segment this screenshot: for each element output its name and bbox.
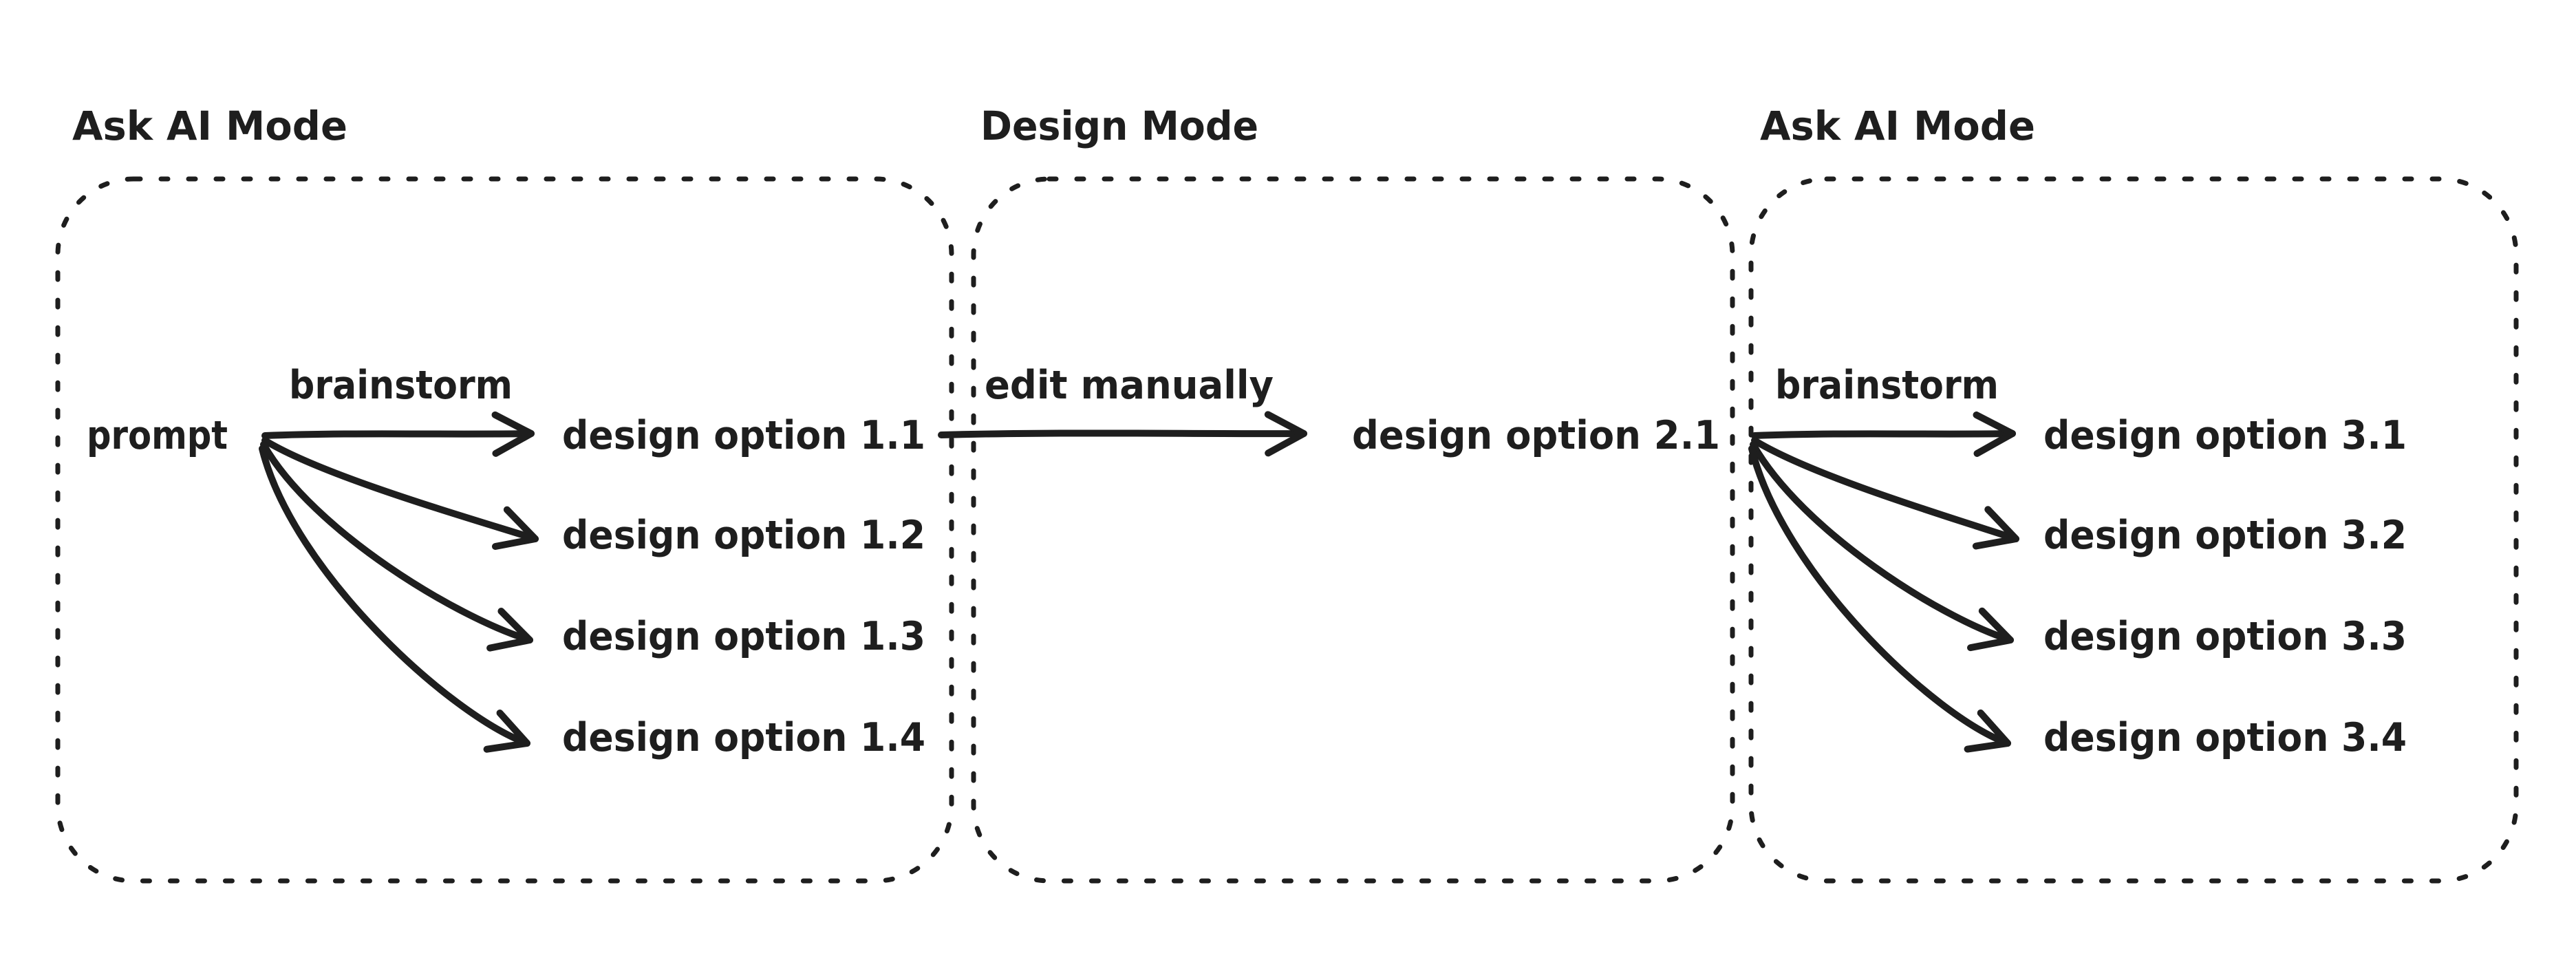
panel-title-design: Design Mode [980, 103, 1258, 149]
panel-title-ask-ai-2: Ask AI Mode [1760, 103, 2035, 149]
brainstorm-arrow-3-2 [1751, 437, 2019, 550]
panel-title-ask-ai-1: Ask AI Mode [72, 103, 347, 149]
prompt-node: prompt [87, 413, 228, 458]
brainstorm-label-2: brainstorm [1775, 363, 1999, 408]
brainstorm-arrow-1-4 [259, 445, 530, 753]
brainstorm-arrow-1-3 [260, 441, 533, 652]
design-option-node: design option 3.2 [2043, 513, 2407, 558]
brainstorm-arrow-3-1 [1751, 411, 2016, 457]
design-option-node: design option 1.4 [562, 715, 925, 760]
edit-manually-label: edit manually [985, 363, 1274, 408]
edit-manually-arrow [938, 411, 1307, 457]
design-option-node: design option 3.1 [2043, 413, 2407, 458]
design-option-node: design option 3.3 [2043, 614, 2407, 659]
brainstorm-arrow-3-4 [1748, 445, 2011, 753]
design-option-node: design option 2.1 [1352, 413, 1720, 458]
brainstorm-arrow-1-1 [261, 411, 535, 457]
design-mode-frame [971, 176, 1735, 884]
design-option-node: design option 3.4 [2043, 715, 2407, 760]
design-option-node: design option 1.1 [562, 413, 925, 458]
brainstorm-label-1: brainstorm [289, 363, 513, 408]
design-option-node: design option 1.3 [562, 614, 925, 659]
brainstorm-arrow-3-3 [1750, 441, 2014, 652]
design-option-node: design option 1.2 [562, 513, 925, 558]
ask-ai-mode-1-frame [55, 176, 954, 884]
brainstorm-arrow-1-2 [261, 437, 539, 551]
ask-ai-mode-2-frame [1748, 176, 2519, 884]
